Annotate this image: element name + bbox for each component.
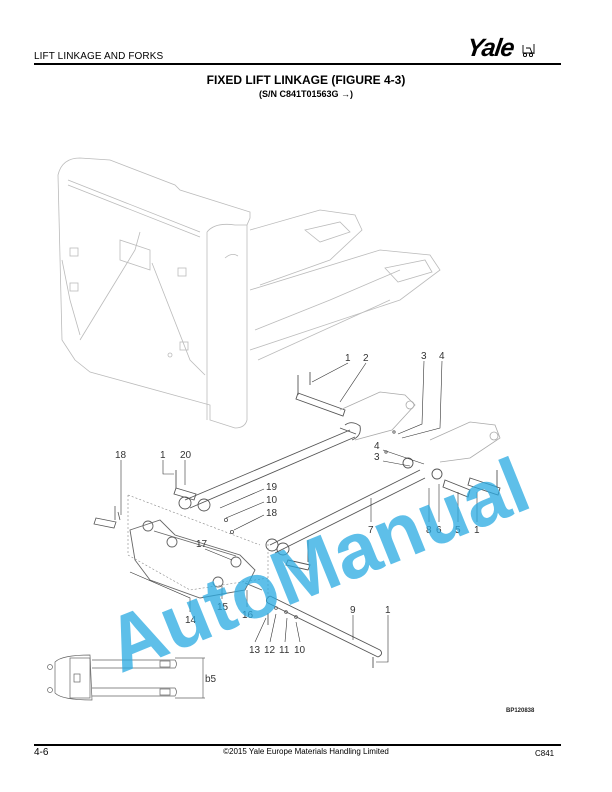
callout: 18 [115,450,127,461]
callout: 14 [185,615,197,626]
callout: 13 [249,645,261,656]
upper-pushrod [173,372,361,512]
callout: 4 [374,441,380,452]
figure-subtitle: (S/N C841T01563G →) [258,89,354,99]
callout: 3 [421,351,427,362]
callout: 12 [264,645,276,656]
callout: 5 [455,525,461,536]
leader-lines [120,360,478,663]
chassis-drawing [57,157,441,429]
callout: 15 [217,602,229,613]
callout: 1 [474,525,480,536]
callout: 10 [266,495,278,506]
callout: 17 [196,539,208,550]
page-number: 4-6 [34,747,49,758]
callout: 20 [180,450,192,461]
header-rule [34,63,561,65]
callout: 1 [385,605,391,616]
roller-bracket [339,391,501,463]
figure-title: FIXED LIFT LINKAGE (FIGURE 4-3) [206,73,406,87]
callout: 2 [363,353,369,364]
callout: 1 [160,450,166,461]
callout: 1 [345,353,351,364]
callout: 19 [266,482,278,493]
callout: 16 [242,610,254,621]
callout: 9 [350,605,356,616]
copyright: ©2015 Yale Europe Materials Handling Lim… [223,747,389,756]
callout: 8 [426,525,432,536]
callout-labels: 1 2 3 4 4 3 18 1 20 19 10 18 7 8 6 5 1 1… [115,351,480,656]
top-view-inset [47,654,205,701]
watermark: AutoManual [94,440,541,689]
footer-rule [34,744,561,746]
forklift-icon [522,44,535,58]
model-code: C841 [535,749,555,758]
callout: 4 [439,351,445,362]
lower-pushrod [265,457,501,571]
figure-reference-code: BP120838 [506,708,535,714]
callout: 7 [368,525,374,536]
callout: 10 [294,645,306,656]
callout: 6 [436,525,442,536]
lower-shaft [265,595,383,668]
dimension-label: b5 [205,674,217,685]
hardware-pins [93,430,396,619]
callout: 3 [374,452,380,463]
callout: 11 [279,645,290,656]
axle-bracket-assembly [129,519,263,599]
section-title: LIFT LINKAGE AND FORKS [34,51,164,62]
callout: 18 [266,508,278,519]
